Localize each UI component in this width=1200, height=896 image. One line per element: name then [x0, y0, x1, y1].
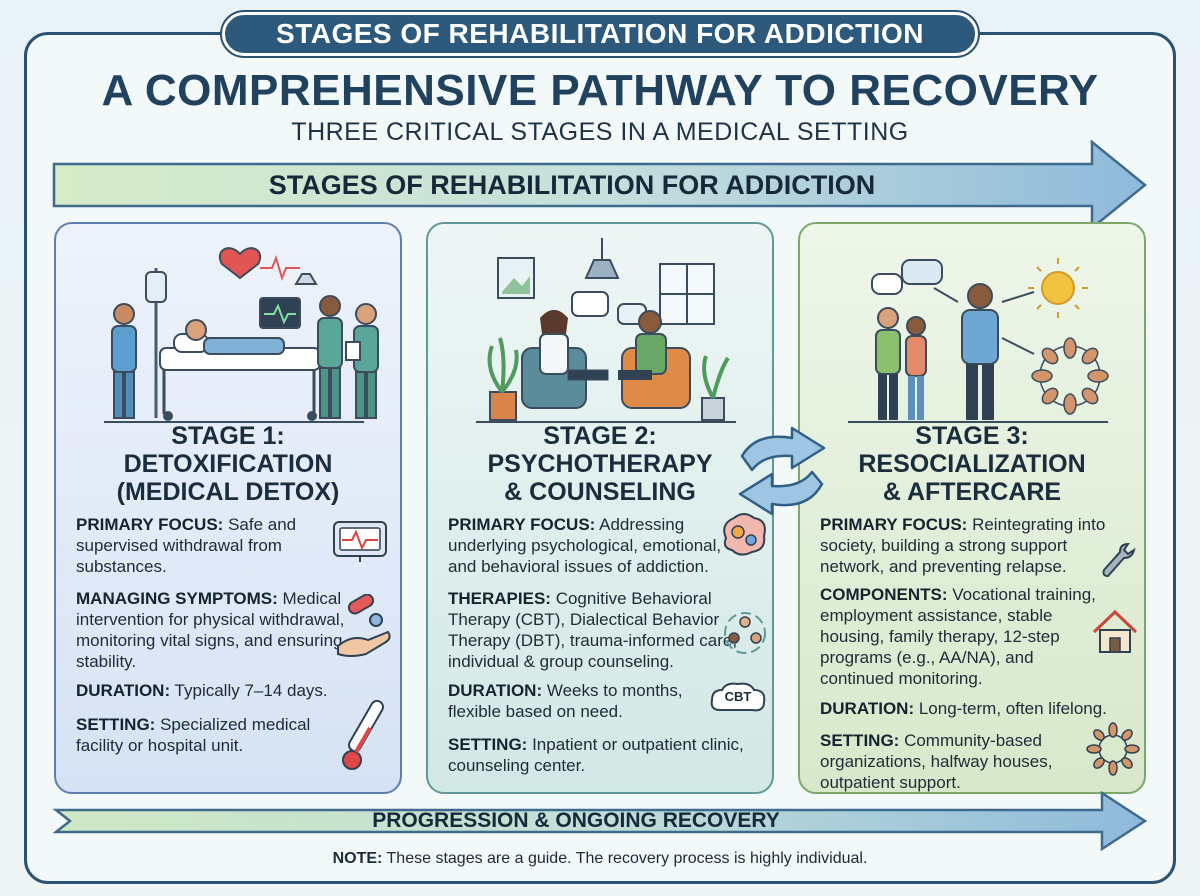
stage-2-therapies: THERAPIES: Cognitive Behavioral Therapy … [448, 589, 738, 671]
house-icon [1092, 609, 1138, 653]
hands-circle-icon [1086, 722, 1140, 776]
stage-3-primary-focus: PRIMARY FOCUS: Reintegrating into societ… [820, 515, 1106, 576]
stage-1-managing-symptoms: MANAGING SYMPTOMS: Medical intervention … [76, 589, 345, 671]
footer-note: NOTE: These stages are a guide. The reco… [332, 850, 868, 867]
monitor-icon [333, 521, 387, 562]
stage-3-components: COMPONENTS: Vocational training, employm… [820, 585, 1096, 688]
top-arrow-label: STAGES OF REHABILITATION FOR ADDICTION [268, 169, 876, 200]
group-cycle-icon [724, 612, 766, 654]
stage-3-title: STAGE 3: RESOCIALIZATION & AFTERCARE [858, 422, 1086, 506]
cbt-label: CBT [724, 689, 752, 704]
page-title: A COMPREHENSIVE PATHWAY TO RECOVERY [101, 66, 1099, 115]
brain-gears-icon [723, 513, 766, 556]
bottom-arrow: PROGRESSION & ONGOING RECOVERY [52, 790, 1148, 852]
pills-hand-icon [337, 594, 391, 657]
thermometer-icon [342, 699, 384, 770]
bottom-arrow-label: PROGRESSION & ONGOING RECOVERY [372, 809, 780, 832]
cbt-cloud-icon: CBT [708, 680, 768, 716]
detox-hospital-illustration [104, 247, 379, 423]
stage-2-primary-focus: PRIMARY FOCUS: Addressing underlying psy… [448, 515, 722, 576]
stage-1-title: STAGE 1: DETOXIFICATION (MEDICAL DETOX) [116, 422, 340, 506]
cycle-arrows-icon [738, 426, 826, 516]
top-arrow: STAGES OF REHABILITATION FOR ADDICTION [52, 138, 1148, 232]
wrench-icon [1102, 542, 1136, 578]
stage-3-card: STAGE 3: RESOCIALIZATION & AFTERCARE PRI… [798, 222, 1146, 794]
stage-1-setting: SETTING: Specialized medical facility or… [76, 715, 311, 755]
stage-3-duration: DURATION: Long-term, often lifelong. [820, 699, 1107, 718]
stage-1-card: STAGE 1: DETOXIFICATION (MEDICAL DETOX) … [54, 222, 402, 794]
stage-1-duration: DURATION: Typically 7–14 days. [76, 681, 328, 700]
top-banner: STAGES OF REHABILITATION FOR ADDICTION [222, 12, 978, 56]
stage-2-card: STAGE 2: PSYCHOTHERAPY & COUNSELING PRIM… [426, 222, 774, 794]
community-support-illustration [848, 258, 1109, 423]
stage-3-setting: SETTING: Community-based organizations, … [820, 731, 1053, 792]
therapy-session-illustration [476, 238, 736, 423]
stage-2-title: STAGE 2: PSYCHOTHERAPY & COUNSELING [487, 422, 713, 506]
stage-1-primary-focus: PRIMARY FOCUS: Safe and supervised withd… [76, 515, 297, 576]
stage-2-setting: SETTING: Inpatient or outpatient clinic,… [448, 735, 744, 775]
page-subtitle: THREE CRITICAL STAGES IN A MEDICAL SETTI… [291, 118, 909, 146]
stage-2-duration: DURATION: Weeks to months, flexible base… [448, 681, 683, 721]
